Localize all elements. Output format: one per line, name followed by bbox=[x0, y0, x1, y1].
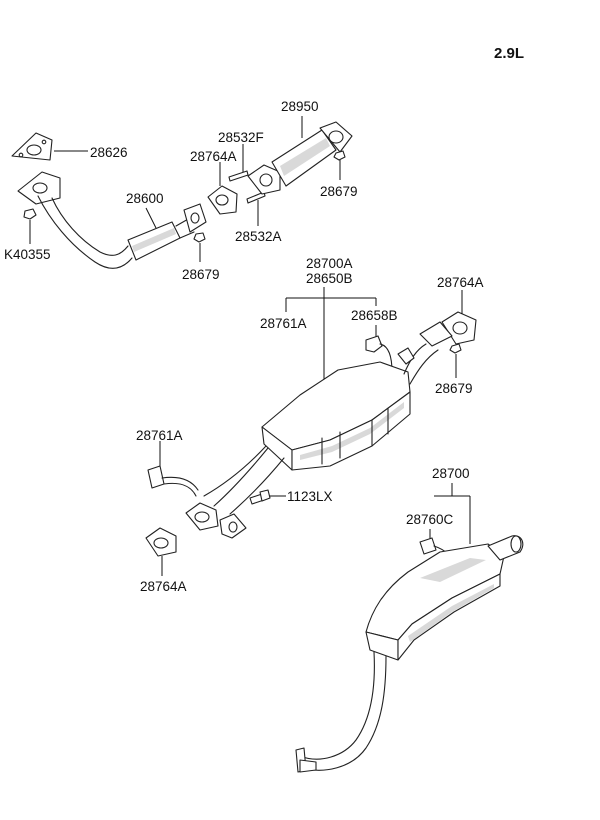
label-28764A-upper: 28764A bbox=[190, 149, 237, 164]
gasket-28764A-center bbox=[419, 311, 477, 347]
label-28950: 28950 bbox=[281, 99, 319, 114]
stud-28532F bbox=[228, 170, 249, 182]
nut-28679-center bbox=[449, 343, 462, 354]
nut-28679-cat bbox=[333, 150, 346, 161]
label-28679-center: 28679 bbox=[435, 381, 473, 396]
gasket-28764A-lower bbox=[145, 527, 177, 557]
label-1123LX: 1123LX bbox=[287, 489, 333, 504]
rear-muffler-28700 bbox=[295, 535, 524, 773]
front-pipe-28600 bbox=[17, 171, 207, 269]
label-28679-front: 28679 bbox=[182, 267, 220, 282]
front-pipe-gasket-28626 bbox=[11, 132, 53, 161]
leader-28700A-bracket bbox=[285, 287, 377, 382]
label-28532F: 28532F bbox=[218, 130, 264, 145]
leader-28700-bracket bbox=[434, 483, 471, 544]
label-28764A-lower: 28764A bbox=[140, 579, 187, 594]
bolt-1123LX bbox=[249, 489, 271, 505]
label-28532A: 28532A bbox=[235, 229, 282, 244]
label-28761A-upper: 28761A bbox=[260, 316, 307, 331]
label-28679-cat: 28679 bbox=[320, 184, 358, 199]
nut-28679-front bbox=[193, 232, 206, 243]
label-28626: 28626 bbox=[90, 145, 128, 160]
label-28650B: 28650B bbox=[306, 271, 353, 286]
leader-28600 bbox=[145, 207, 157, 229]
label-28658B: 28658B bbox=[351, 308, 398, 323]
gasket-28764A-upper bbox=[207, 185, 238, 215]
label-28700: 28700 bbox=[432, 466, 470, 481]
label-28760C: 28760C bbox=[406, 512, 454, 527]
center-muffler-inlet-flange bbox=[185, 502, 247, 539]
catalytic-converter-28950 bbox=[247, 121, 353, 195]
label-K40355: K40355 bbox=[4, 247, 51, 262]
label-28764A-center: 28764A bbox=[437, 275, 484, 290]
label-28761A-lower: 28761A bbox=[136, 428, 183, 443]
engine-label: 2.9L bbox=[494, 45, 524, 62]
center-muffler-28700A bbox=[203, 343, 439, 515]
hanger-28761A-lower bbox=[147, 465, 199, 497]
stud-28532A bbox=[246, 191, 266, 204]
label-28600: 28600 bbox=[126, 191, 164, 206]
label-28700A: 28700A bbox=[306, 256, 353, 271]
nut-K40355 bbox=[23, 208, 37, 220]
